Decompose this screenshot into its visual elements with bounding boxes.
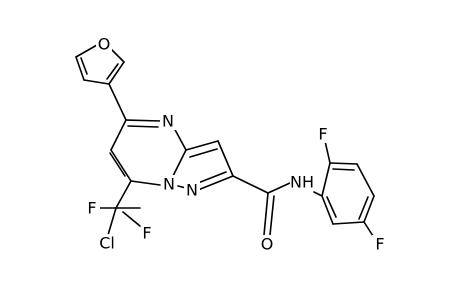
difluorophenyl-ring <box>321 140 375 237</box>
bond-carbonyl-o-double <box>269 195 275 236</box>
bond-c2-n1-double <box>197 171 227 184</box>
bond-c2-carbonyl <box>232 175 269 194</box>
bond-c7-c6-double <box>109 152 126 177</box>
bond-carbonyl-o <box>263 192 269 236</box>
bond-ar4-ar5-double <box>358 196 369 220</box>
bond-furan-c3-c4 <box>83 79 110 85</box>
atom-f-meta: F <box>375 235 384 254</box>
atom-f-cf2-right: F <box>142 224 151 243</box>
atom-n-pyrazole: N <box>186 181 198 200</box>
carboxamide-group <box>232 175 323 236</box>
atom-f-ortho: F <box>318 125 327 144</box>
atom-nh-amide: NH <box>290 173 314 192</box>
atom-n-bridgehead: N <box>163 175 175 194</box>
bond-ar3-ar4 <box>356 163 375 197</box>
bond-furan-c4-c5 <box>75 56 85 81</box>
bond-cf2-cl <box>107 207 117 236</box>
bond-furan-c2-c3 <box>108 61 125 85</box>
bond-ar2-f <box>324 140 331 164</box>
bond-c3a-c3-double <box>189 148 218 158</box>
bond-c5-n4 <box>125 119 162 122</box>
bond-c5-n4-double <box>127 125 159 128</box>
chlorodifluoromethyl-group <box>96 180 141 236</box>
bond-furan-c2-c3-double <box>106 63 119 80</box>
atom-o-furan: O <box>98 35 111 54</box>
bond-ar2-ar3 <box>329 162 358 165</box>
atom-f-cf2-left: F <box>87 199 96 218</box>
bond-furan-c5-link <box>108 83 127 121</box>
bond-ar1-ar2 <box>321 162 331 197</box>
bond-c3a-c3 <box>185 140 219 151</box>
atom-labels: O N N N NH O F F F F Cl <box>84 35 388 254</box>
bond-furan-c4-c5-double <box>80 57 88 75</box>
bond-n7a-c7 <box>130 180 161 186</box>
pyrimidine-ring <box>109 119 187 186</box>
bond-nh-aryl <box>313 191 323 197</box>
bond-c3-c2 <box>217 140 234 177</box>
bond-c7-cf2 <box>115 180 132 209</box>
atom-n-pyrimidine: N <box>162 112 174 131</box>
bond-ar6-ar1 <box>321 195 334 225</box>
bond-ar4-ar5 <box>363 195 375 223</box>
bond-ar5-f <box>363 221 374 237</box>
bond-carbonyl-nh <box>267 182 291 194</box>
bond-c7-c6 <box>110 149 132 182</box>
bond-ar2-ar3-double <box>332 168 355 171</box>
atom-o-carbonyl: O <box>261 235 274 254</box>
bond-furan-c5-o <box>75 44 98 58</box>
bond-c2-n1 <box>197 175 234 191</box>
bond-ar5-ar6 <box>332 221 365 225</box>
bond-ar6-ar1-double <box>326 196 337 218</box>
bond-c6-c5 <box>110 119 127 151</box>
atom-cl: Cl <box>99 234 115 253</box>
bond-c3a-n7a <box>172 149 187 177</box>
bond-cf2-f-right-extension <box>122 211 141 227</box>
